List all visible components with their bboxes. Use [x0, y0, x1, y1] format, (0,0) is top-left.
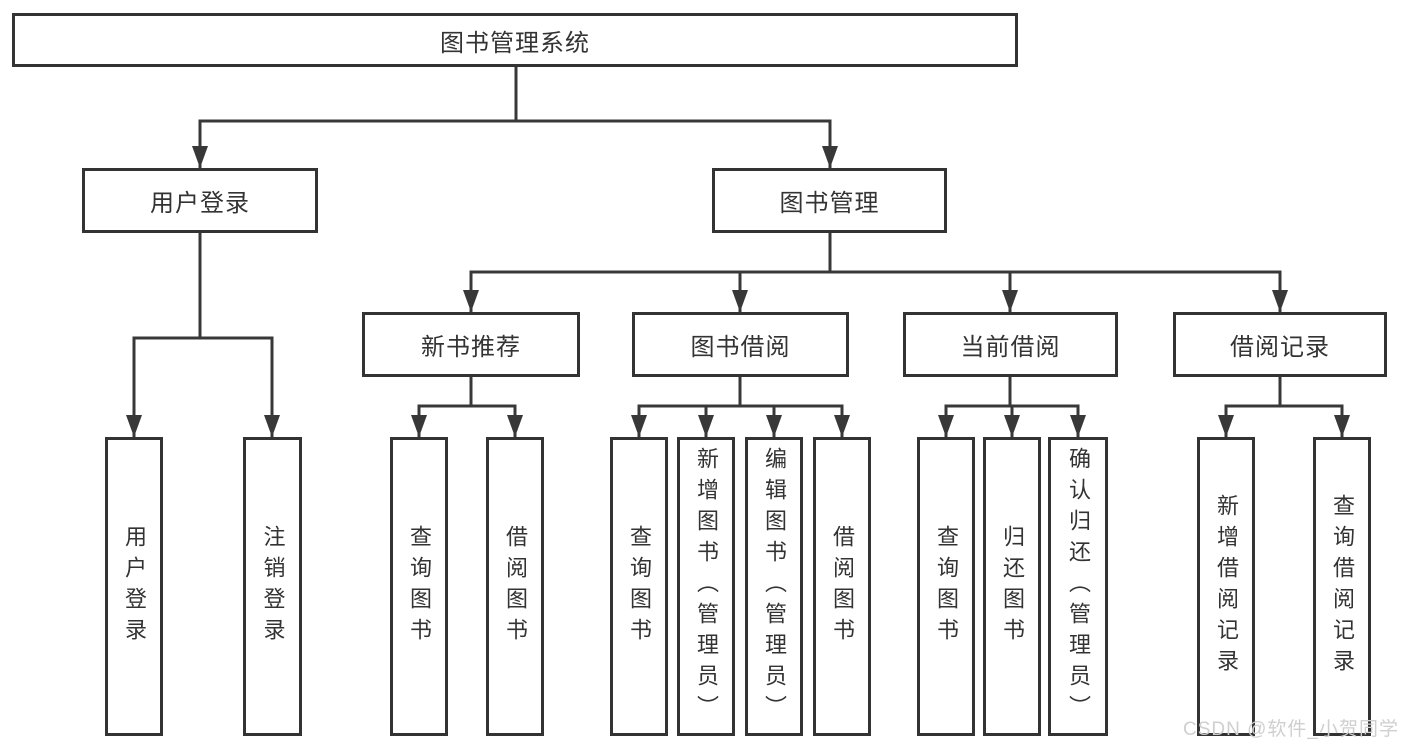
node-label: 当前借阅: [960, 334, 1061, 361]
node-current-borrowing: 当前借阅: [903, 312, 1118, 377]
leaf-return-books: 归还图书: [983, 437, 1041, 736]
leaf-confirm-return-admin: 确认归还（管理员）: [1048, 437, 1108, 736]
leaf-add-borrow-record: 新增借阅记录: [1197, 437, 1255, 736]
leaf-query-books: 查询图书: [610, 437, 668, 736]
csdn-watermark: CSDN @软件_小贺同学: [1183, 719, 1399, 740]
node-label: 查询图书: [627, 524, 652, 649]
node-label: 用户登录: [150, 190, 250, 217]
leaf-query-books: 查询图书: [917, 437, 975, 736]
leaf-logout: 注销登录: [243, 437, 302, 736]
leaf-borrow-books: 借阅图书: [486, 437, 544, 736]
node-label: 新书推荐: [421, 334, 521, 361]
node-library-management-system: 图书管理系统: [12, 13, 1018, 67]
leaf-edit-books-admin: 编辑图书（管理员）: [745, 437, 803, 736]
node-book-borrowing: 图书借阅: [632, 312, 849, 377]
node-label: 新增借阅记录: [1214, 493, 1239, 680]
node-label: 新增图书（管理员）: [694, 447, 719, 726]
node-label: 查询图书: [407, 524, 432, 649]
node-new-book-recommendation: 新书推荐: [362, 312, 580, 377]
node-label: 借阅图书: [503, 524, 528, 649]
node-label: 借阅记录: [1230, 334, 1330, 361]
node-label: 查询借阅记录: [1330, 493, 1355, 680]
leaf-borrow-books: 借阅图书: [813, 437, 871, 736]
node-label: 归还图书: [1000, 524, 1025, 649]
node-label: 图书管理: [779, 190, 880, 217]
node-label: 注销登录: [260, 524, 286, 649]
node-label: 用户登录: [122, 524, 147, 649]
node-user-login: 用户登录: [82, 168, 318, 233]
node-label: 图书管理系统: [440, 29, 590, 57]
node-label: 借阅图书: [830, 524, 855, 649]
leaf-user-login: 用户登录: [105, 437, 163, 736]
node-book-management: 图书管理: [712, 168, 947, 233]
leaf-add-books-admin: 新增图书（管理员）: [677, 437, 735, 736]
node-label: 图书借阅: [690, 334, 791, 361]
node-label: 确认归还（管理员）: [1066, 447, 1091, 726]
leaf-query-books: 查询图书: [390, 437, 448, 736]
node-label: 编辑图书（管理员）: [762, 447, 787, 726]
node-borrow-records: 借阅记录: [1173, 312, 1387, 377]
node-label: 查询图书: [934, 524, 959, 649]
leaf-query-borrow-record: 查询借阅记录: [1313, 437, 1371, 736]
